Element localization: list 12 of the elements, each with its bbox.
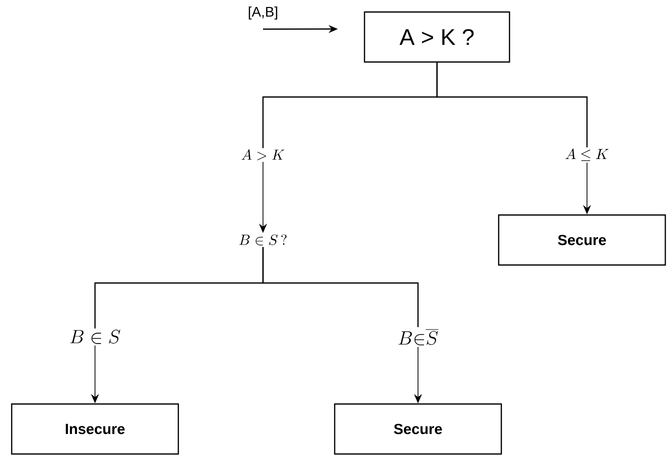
result-box: Secure — [334, 403, 502, 455]
result-box: Insecure — [11, 403, 179, 455]
condition-label: $B \in S$ — [70, 330, 120, 344]
condition-label: $A > K$ — [242, 149, 284, 160]
question-label: $B \in S\,?$ — [239, 234, 287, 246]
input-label: [A,B] — [248, 6, 278, 20]
condition-label: $A \leq K$ — [566, 148, 608, 161]
condition-label: $B{\in}\overline{S}$ — [398, 330, 438, 346]
decision-box: A > K ? — [364, 11, 510, 63]
branch-line — [436, 62, 588, 148]
branch-line — [262, 246, 419, 328]
result-box: Secure — [498, 214, 666, 266]
